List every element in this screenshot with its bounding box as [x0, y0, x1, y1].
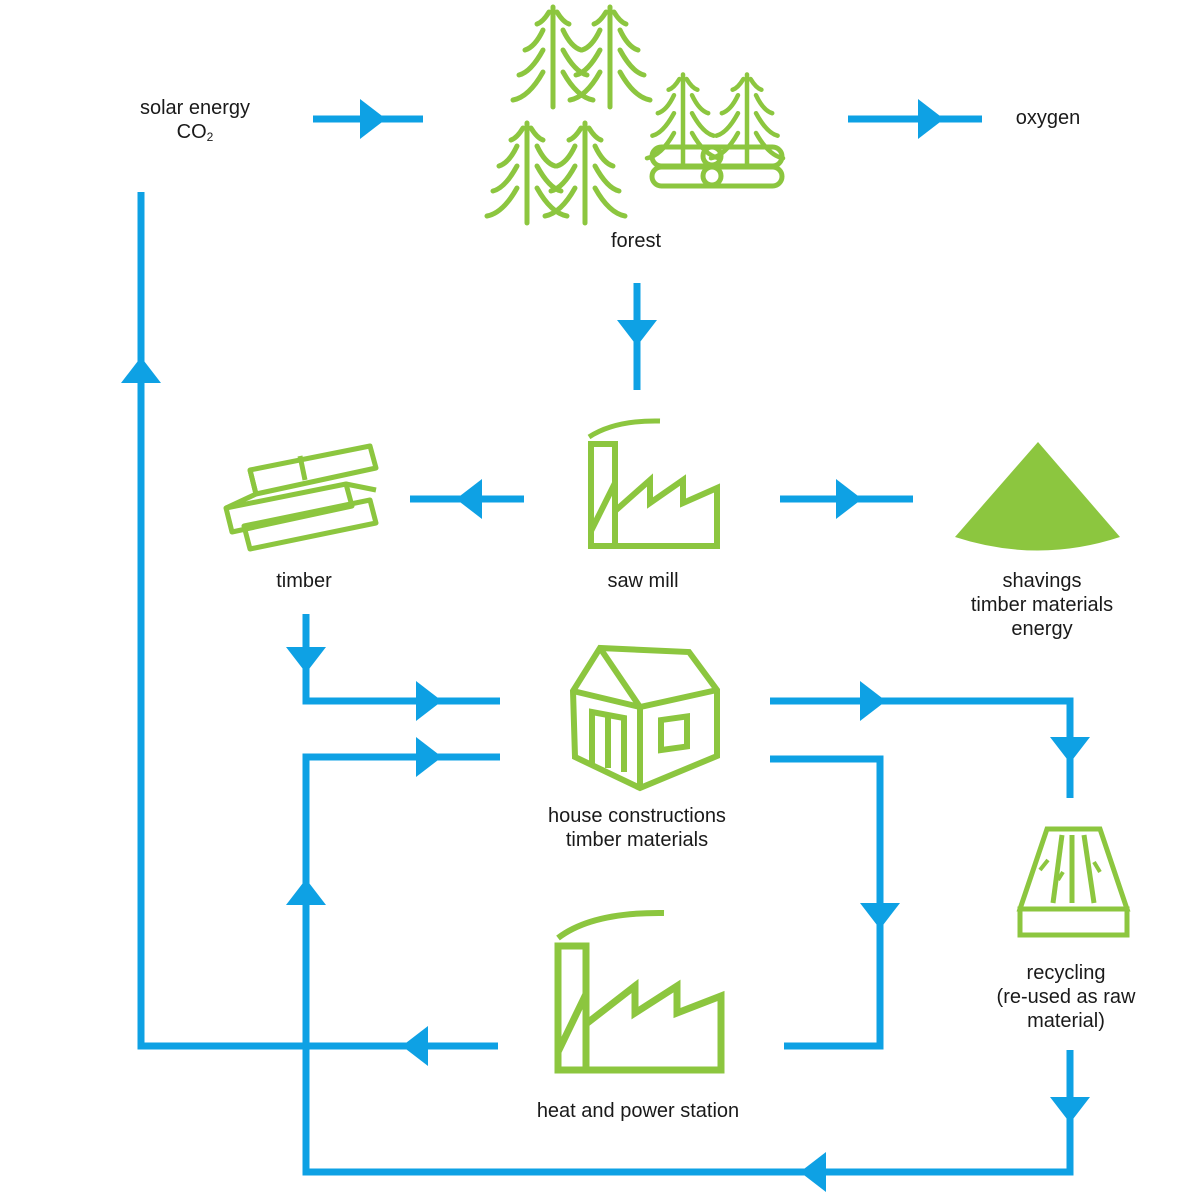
- solar-energy-text: solar energy: [139, 97, 251, 119]
- house-label: house constructions timber materials: [548, 804, 726, 852]
- recycling-label: recycling (re-used as raw material): [997, 961, 1136, 1033]
- arrowhead-right: [860, 681, 886, 721]
- arrowhead-down: [1050, 1097, 1090, 1123]
- arrowhead-left: [402, 1026, 428, 1066]
- factory-icon: [587, 418, 720, 549]
- arrowhead-up: [286, 879, 326, 905]
- shavings-pile-icon: [955, 442, 1120, 551]
- arrowhead-right: [360, 99, 386, 139]
- arrowhead-down: [1050, 737, 1090, 763]
- arrowhead-up: [121, 357, 161, 383]
- house-line-1: house constructions: [548, 805, 726, 827]
- arrowhead-down: [617, 320, 657, 346]
- forest-label: forest: [610, 230, 662, 252]
- flow-power-station-to-inputs: [137, 192, 498, 1050]
- co2-text: CO2: [176, 121, 214, 144]
- forest-icon: [487, 7, 783, 223]
- arrowhead-left: [456, 479, 482, 519]
- arrowhead-right: [918, 99, 944, 139]
- shavings-line-1: shavings: [1002, 570, 1082, 592]
- saw-mill-label: saw mill: [607, 570, 679, 592]
- power-station-label: heat and power station: [536, 1100, 740, 1122]
- arrowhead-right: [416, 681, 442, 721]
- oxygen-label: oxygen: [1015, 107, 1081, 129]
- shavings-line-3: energy: [1011, 618, 1073, 640]
- shavings-label: shavings timber materials energy: [971, 569, 1113, 641]
- shavings-line-2: timber materials: [970, 594, 1114, 616]
- recycled-wood-icon: [1016, 826, 1131, 938]
- flow-timber-to-house: [302, 614, 500, 705]
- flow-house-to-recycling: [770, 697, 1074, 798]
- recycling-line-1: recycling: [1026, 962, 1106, 984]
- arrowheads: [121, 99, 1090, 1192]
- house-icon: [569, 644, 720, 792]
- recycling-line-2: (re-used as raw: [996, 986, 1136, 1008]
- factory-icon: [554, 909, 725, 1074]
- arrowhead-right: [416, 737, 442, 777]
- inputs-label: solar energy CO2: [140, 96, 250, 149]
- arrowhead-right: [836, 479, 862, 519]
- arrowhead-left: [800, 1152, 826, 1192]
- recycling-line-3: material): [1027, 1010, 1105, 1032]
- timber-planks-icon: [223, 443, 379, 552]
- arrowhead-down: [860, 903, 900, 929]
- flow-recycling-to-house: [302, 753, 1074, 1176]
- timber-label: timber: [276, 570, 332, 592]
- house-line-2: timber materials: [565, 829, 709, 851]
- arrowhead-down: [286, 647, 326, 673]
- flow-house-to-power-station: [770, 755, 884, 1050]
